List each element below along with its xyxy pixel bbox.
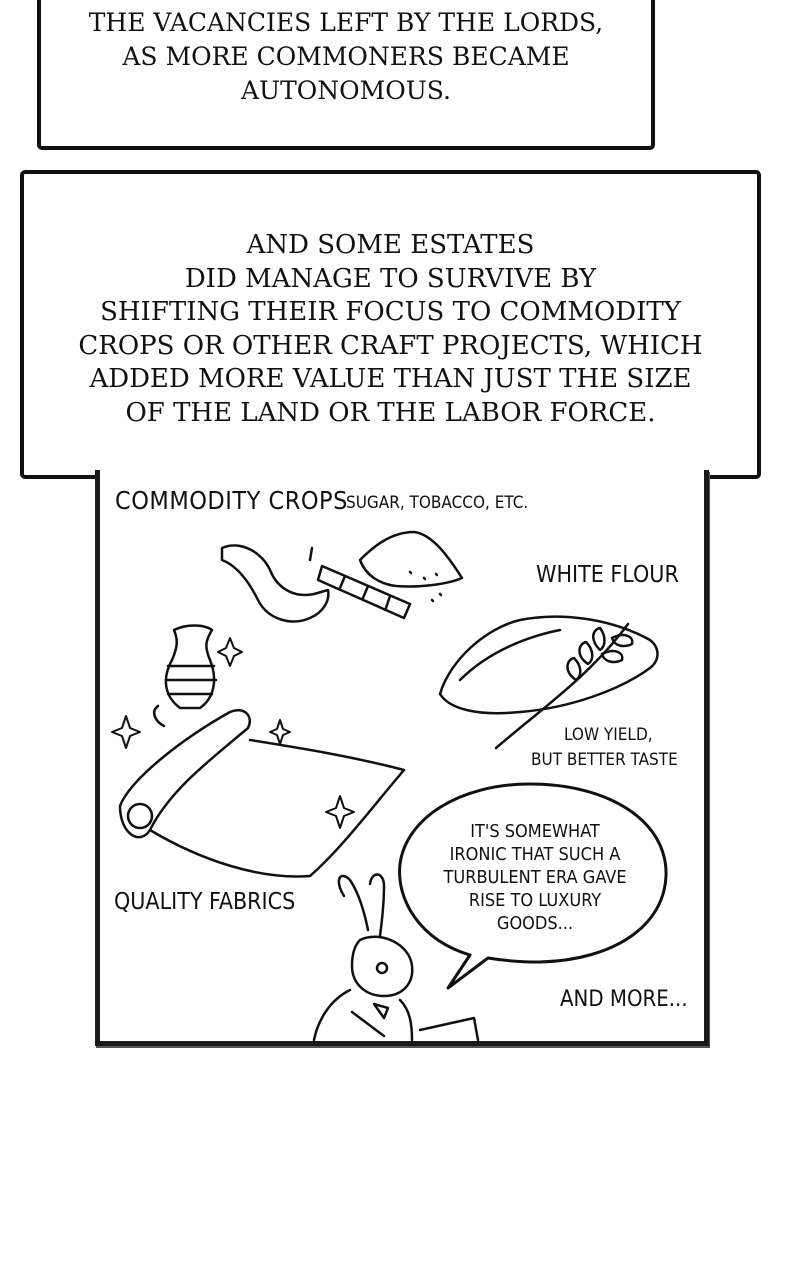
yield-note-line2: BUT BETTER TASTE bbox=[531, 750, 678, 770]
sugar-pile-icon bbox=[358, 530, 464, 603]
speech-line: RISE TO LUXURY bbox=[468, 890, 602, 911]
cigar-icon bbox=[316, 564, 412, 620]
speech-line: IT'S SOMEWHAT bbox=[470, 821, 600, 842]
speech-line: IRONIC THAT SUCH A bbox=[449, 844, 621, 865]
fabric-roll-icon bbox=[118, 709, 406, 878]
caption-line: SHIFTING THEIR FOCUS TO COMMODITY bbox=[100, 297, 681, 327]
and-more-label: AND MORE... bbox=[560, 987, 688, 1012]
speech-bubble-text: IT'S SOMEWHAT IRONIC THAT SUCH A TURBULE… bbox=[410, 820, 660, 935]
caption-line: ADDED MORE VALUE THAN JUST THE SIZE bbox=[89, 364, 692, 394]
rabbit-icon bbox=[312, 873, 480, 1042]
sparkle-icon bbox=[111, 637, 355, 829]
caption-line: OF THE LAND OR THE LABOR FORCE. bbox=[125, 397, 656, 428]
speech-line: TURBULENT ERA GAVE bbox=[443, 867, 627, 888]
commodity-crops-subtitle: SUGAR, TOBACCO, ETC. bbox=[346, 493, 529, 513]
white-flour-label: WHITE FLOUR bbox=[536, 562, 679, 588]
speech-line: GOODS... bbox=[496, 913, 574, 934]
caption-line: AS MORE COMMONERS BECAME bbox=[122, 42, 570, 71]
pipe-icon bbox=[220, 544, 330, 623]
caption-box-top: THE VACANCIES LEFT BY THE LORDS, AS MORE… bbox=[37, 0, 655, 150]
flour-sack-icon bbox=[438, 615, 659, 715]
quality-fabrics-label: QUALITY FABRICS bbox=[114, 889, 296, 915]
vase-icon bbox=[153, 624, 218, 728]
wheat-icon bbox=[494, 622, 634, 750]
caption-line: AUTONOMOUS. bbox=[240, 76, 451, 105]
caption-line: AND SOME ESTATES bbox=[246, 230, 535, 260]
caption-box-main: AND SOME ESTATES DID MANAGE TO SURVIVE B… bbox=[20, 170, 761, 479]
caption-line: THE VACANCIES LEFT BY THE LORDS, bbox=[88, 8, 604, 37]
speech-bubble bbox=[398, 782, 668, 990]
yield-note-line1: LOW YIELD, bbox=[564, 725, 653, 745]
caption-line: CROPS OR OTHER CRAFT PROJECTS, WHICH bbox=[78, 330, 703, 361]
commodity-crops-label: COMMODITY CROPS bbox=[115, 486, 348, 515]
caption-line: DID MANAGE TO SURVIVE BY bbox=[184, 263, 597, 294]
